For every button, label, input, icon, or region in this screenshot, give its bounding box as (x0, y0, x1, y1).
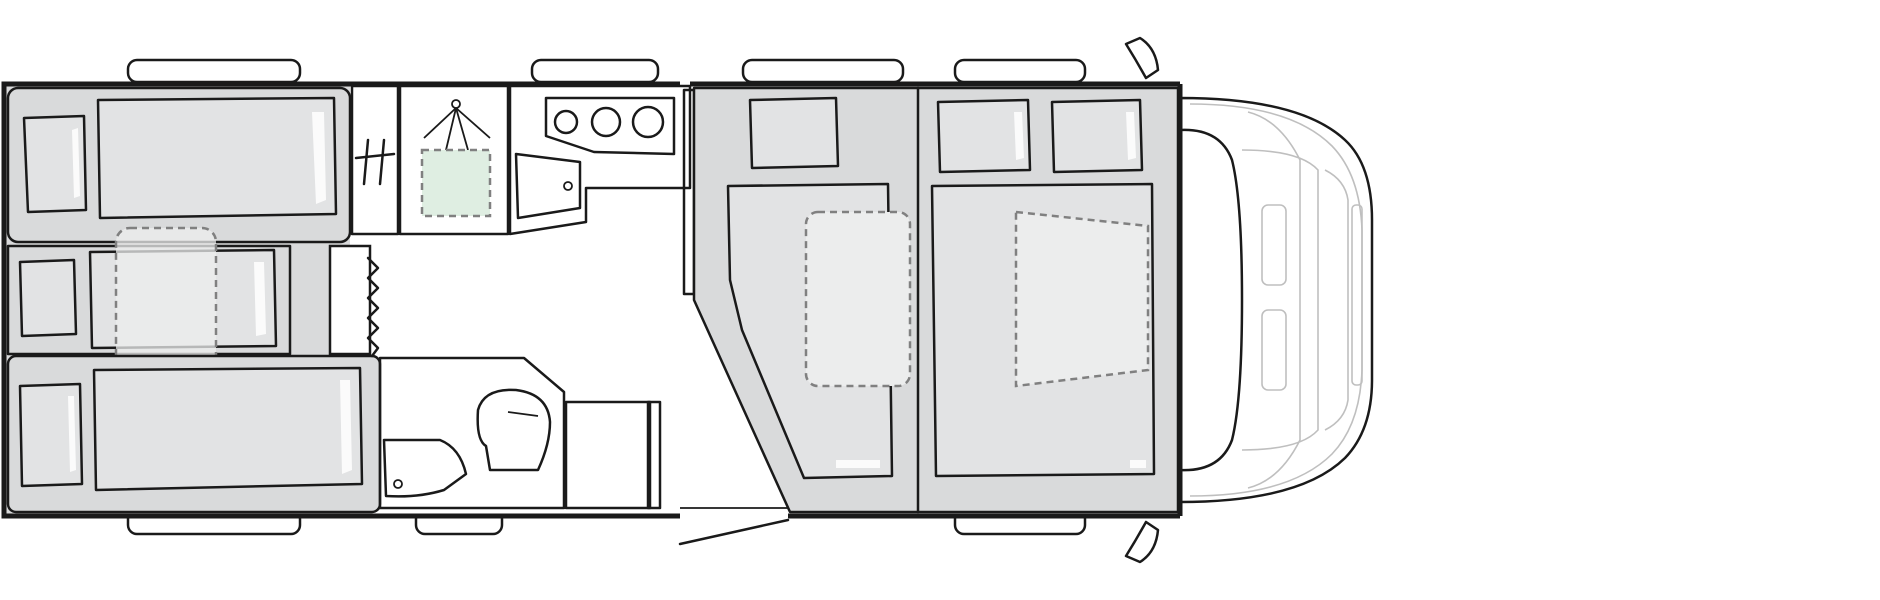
washbasin-icon (514, 152, 582, 220)
hash-icon (354, 138, 396, 186)
aisle-divider (328, 244, 372, 356)
shower-head-icon (423, 99, 491, 151)
step-zigzag (366, 256, 380, 358)
driver-cab (1178, 96, 1374, 504)
three-burner-hob-icon (544, 96, 676, 156)
double-bed-right (930, 98, 1156, 478)
table-dashed-outline (116, 228, 216, 370)
rear-bench-middle (6, 226, 292, 372)
snowflake-icon (583, 434, 629, 486)
single-bed-left (726, 96, 912, 480)
front-beds (692, 86, 1180, 514)
entrance-door-icon (678, 507, 790, 546)
windows-top (126, 58, 1087, 84)
wardrobe (350, 84, 400, 236)
mirror-top (1124, 36, 1160, 80)
mirror-bottom (1124, 520, 1160, 564)
rear-bench-top (6, 86, 352, 244)
toilet-icon (476, 388, 552, 472)
outer-walls (1, 81, 1183, 519)
rear-bench-bottom (6, 354, 382, 514)
shower-tray (422, 150, 490, 216)
fridge (564, 400, 662, 510)
bathroom-washbasin-icon (382, 438, 468, 498)
bathroom (378, 356, 566, 510)
